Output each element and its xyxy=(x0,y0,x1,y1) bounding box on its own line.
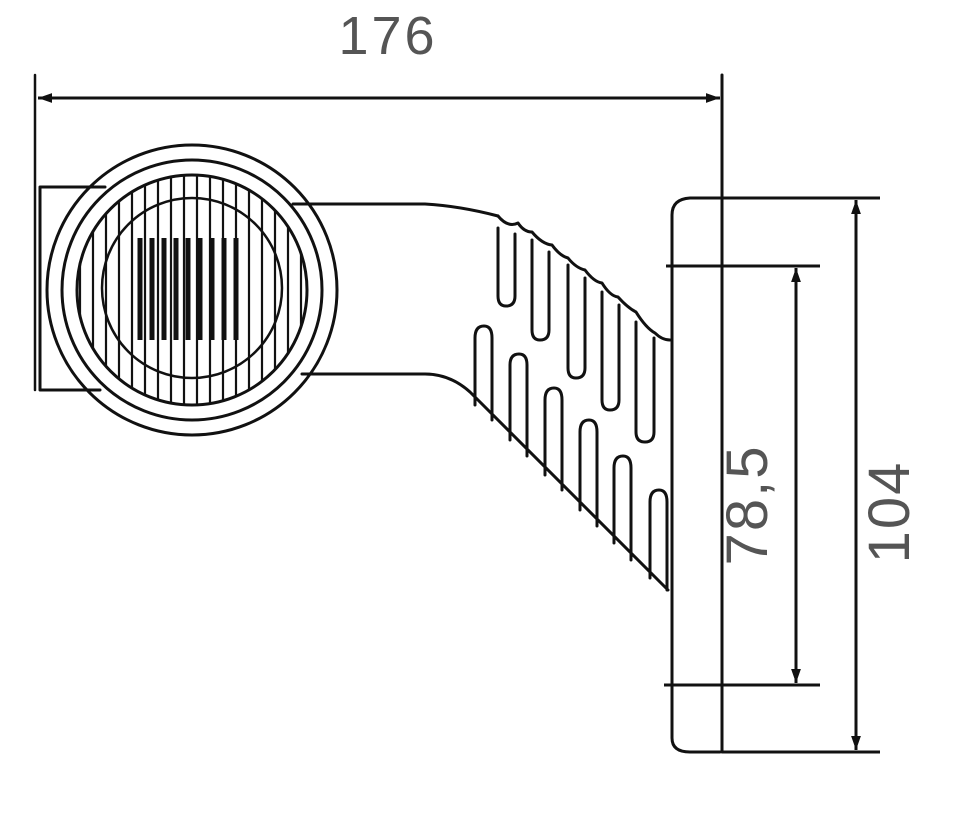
arm-upper-edge xyxy=(291,202,500,218)
rear-flange xyxy=(38,185,107,392)
arm-lower-edge xyxy=(300,372,670,592)
lens-ribbing xyxy=(78,175,303,405)
inner-height-dimension-label: 78,5 xyxy=(715,445,780,566)
lens-inner-bars xyxy=(137,238,239,340)
lens-mid-ring xyxy=(60,158,324,422)
height-dimension-label: 104 xyxy=(857,461,922,564)
lamp-body xyxy=(33,73,724,754)
lens-assembly xyxy=(45,143,339,437)
lens-inner-glass xyxy=(100,196,284,380)
rib-scallop-edge xyxy=(496,214,672,342)
width-dimension-label: 176 xyxy=(338,6,437,66)
dimension-lines xyxy=(38,93,880,754)
lens-outer-ring xyxy=(45,143,339,437)
mount-plate xyxy=(670,196,722,754)
ribs xyxy=(473,226,669,592)
lens-outer-glass xyxy=(75,173,309,407)
